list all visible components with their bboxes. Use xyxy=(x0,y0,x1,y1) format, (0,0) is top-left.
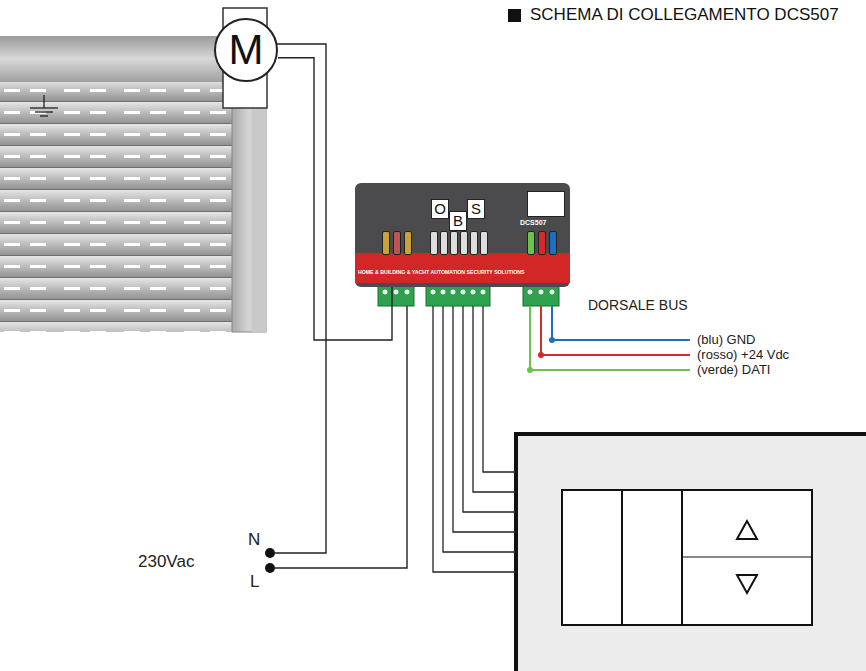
pin-stub xyxy=(480,231,488,255)
pin-stub xyxy=(470,231,478,255)
bus-joint xyxy=(549,337,555,343)
model-code: DCS507 xyxy=(520,219,546,226)
bullet-square xyxy=(508,9,521,22)
pin-stub xyxy=(393,231,401,255)
motor-letter: M xyxy=(216,20,276,80)
label-sticker xyxy=(527,191,565,217)
switch-wires xyxy=(433,306,517,572)
signal-name: (rosso) +24 Vdc xyxy=(697,347,789,362)
terminal-dot xyxy=(265,548,275,558)
pin-stub xyxy=(538,231,546,255)
signal-name: (verde) DATI xyxy=(697,362,770,377)
bus-wires xyxy=(530,306,690,370)
bus-joint xyxy=(527,367,533,373)
dcs507-module: OBS DCS507HOME & BUILDING & YACHT AUTOMAT… xyxy=(355,183,570,287)
pin-stub xyxy=(382,231,390,255)
pin-stub xyxy=(527,231,535,255)
bus-joint xyxy=(538,352,544,358)
brand-slogan: HOME & BUILDING & YACHT AUTOMATION SECUR… xyxy=(358,269,524,275)
logo-letter: B xyxy=(449,211,467,231)
switch-plate xyxy=(516,434,866,671)
signal-name: (blu) GND xyxy=(697,332,756,347)
voltage-label: 230Vac xyxy=(138,552,194,572)
pin-stub xyxy=(404,231,412,255)
ground-symbol xyxy=(30,95,58,116)
bus-label: DORSALE BUS xyxy=(588,297,688,313)
phase-label: L xyxy=(250,572,259,592)
terminal-blocks xyxy=(378,284,559,306)
motor-circle: M xyxy=(214,18,278,82)
pin-stub xyxy=(460,231,468,255)
logo-letter: O xyxy=(431,199,449,219)
pin-stub xyxy=(549,231,557,255)
logo-letter: S xyxy=(467,199,485,219)
pin-stub xyxy=(440,231,448,255)
mains-wires xyxy=(268,44,407,568)
pin-stub xyxy=(450,231,458,255)
phase-label: N xyxy=(248,530,260,550)
red-band xyxy=(355,253,570,283)
pin-stub xyxy=(430,231,438,255)
diagram-title: SCHEMA DI COLLEGAMENTO DCS507 xyxy=(530,4,848,26)
terminal-dot xyxy=(265,563,275,573)
